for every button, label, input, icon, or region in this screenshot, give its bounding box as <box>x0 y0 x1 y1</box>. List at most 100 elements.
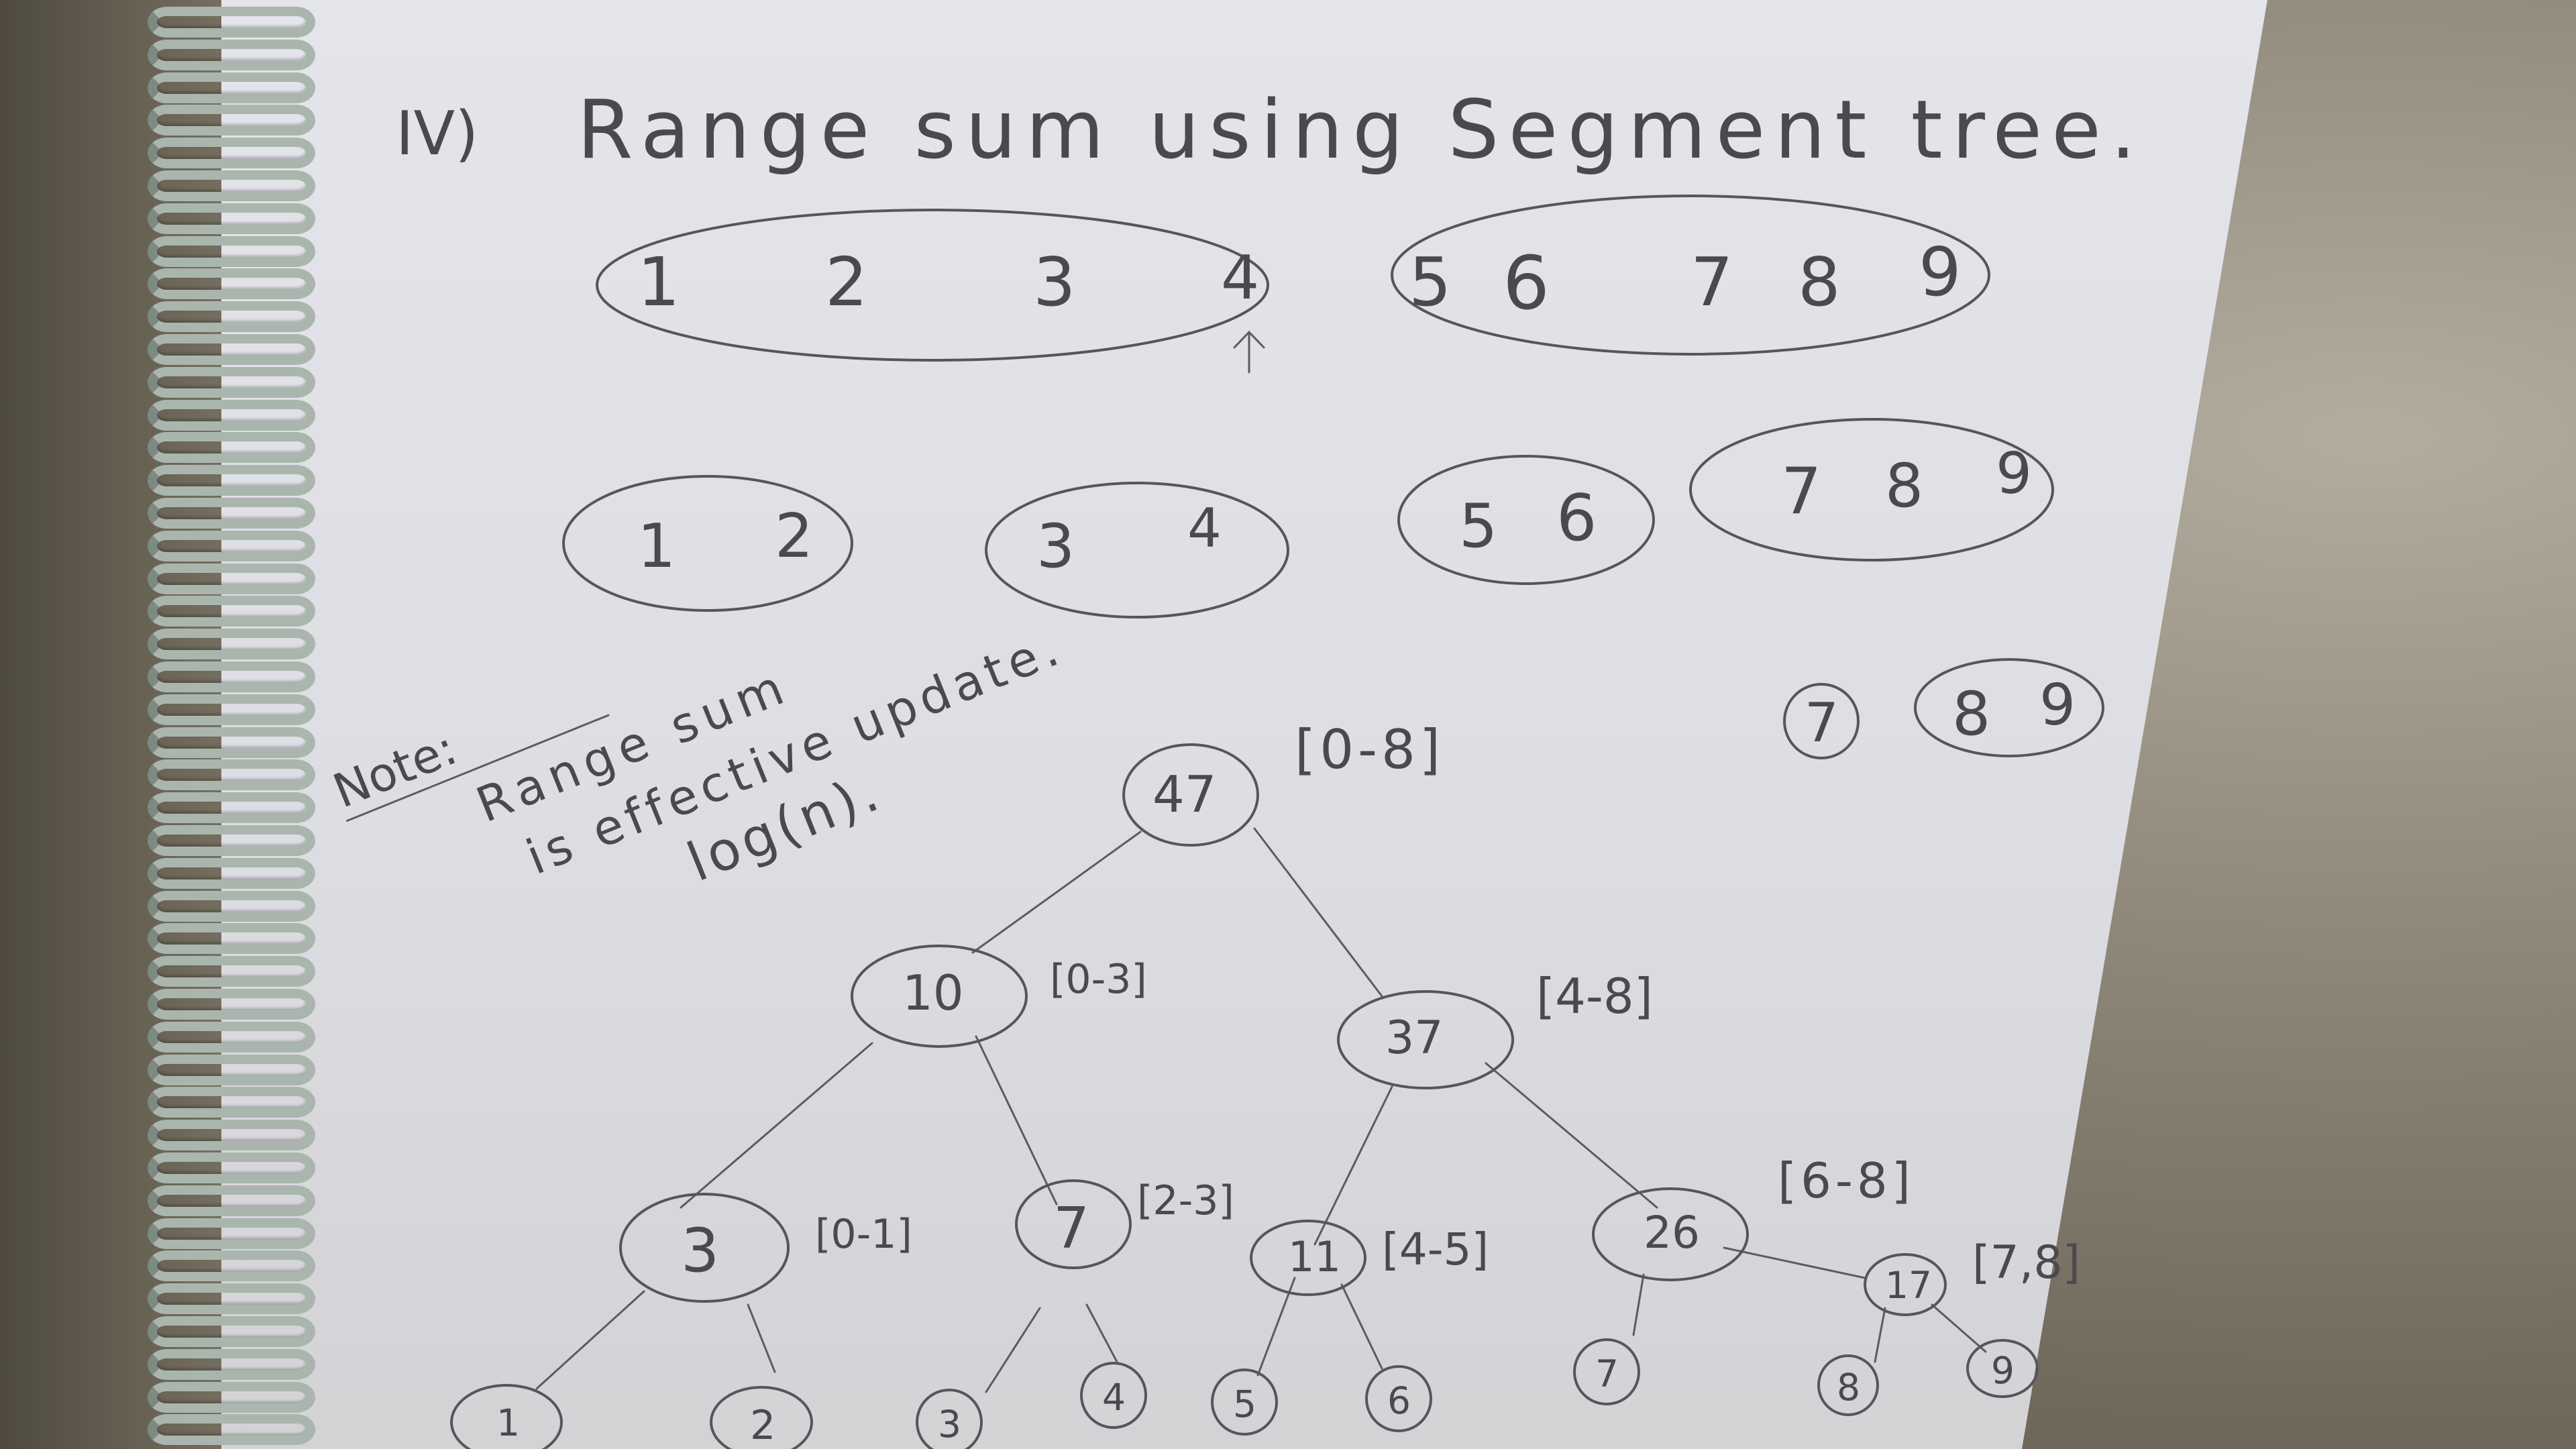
tree-node-rr <box>1592 1187 1749 1281</box>
spiral-ring <box>148 399 315 431</box>
leaf-5 <box>1211 1368 1278 1436</box>
spiral-ring <box>148 235 315 267</box>
spiral-ring <box>148 301 315 333</box>
note-label: Note: <box>326 720 464 819</box>
tree-node-ll <box>619 1193 790 1303</box>
leaf-5-value: 5 <box>1233 1383 1256 1426</box>
third-item-9: 9 <box>2039 672 2076 739</box>
tree-node-root-value: 47 <box>1152 765 1216 824</box>
leaf-7-value: 7 <box>1595 1352 1619 1395</box>
spiral-ring <box>148 1120 315 1151</box>
group-ellipse-1-4 <box>596 209 1269 362</box>
spiral-ring <box>148 498 315 529</box>
second-item-6: 6 <box>1556 482 1597 555</box>
top-item-8: 8 <box>1798 243 1841 321</box>
tree-node-l <box>851 945 1028 1048</box>
spiral-binding <box>148 0 322 1449</box>
notebook-page <box>221 0 2267 1449</box>
tree-node-rl <box>1250 1220 1366 1296</box>
tree-node-root-range: [0-8] <box>1295 718 1444 781</box>
heading-number: IV) <box>396 99 478 169</box>
spiral-ring <box>148 727 315 758</box>
tree-node-r <box>1337 990 1514 1089</box>
tree-node-l-value: 10 <box>902 965 964 1021</box>
spiral-ring <box>148 170 315 201</box>
spiral-ring <box>148 1348 315 1380</box>
tree-node-l-range: [0-3] <box>1050 956 1147 1003</box>
leaf-1-value: 1 <box>496 1401 520 1444</box>
spiral-ring <box>148 268 315 300</box>
second-item-5: 5 <box>1459 491 1497 561</box>
spiral-ring <box>148 694 315 725</box>
spiral-ring <box>148 1218 315 1249</box>
spiral-ring <box>148 956 315 987</box>
note-block: Note: Range sum is effective update. log… <box>326 619 1071 894</box>
tree-node-lr-range: [2-3] <box>1137 1177 1234 1224</box>
spiral-ring <box>148 1021 315 1053</box>
top-item-7: 7 <box>1690 243 1733 321</box>
leaf-3-value: 3 <box>938 1403 961 1446</box>
leaf-8 <box>1817 1354 1879 1416</box>
heading-title: Range sum using Segment tree. <box>577 84 2145 177</box>
spiral-ring <box>148 366 315 398</box>
leaf-circle-7-top <box>1783 683 1860 759</box>
top-item-6: 6 <box>1503 240 1550 326</box>
leaf-1 <box>450 1384 563 1449</box>
group-ellipse-5-9 <box>1391 195 1990 356</box>
spiral-ring <box>148 563 315 594</box>
group-ellipse-8-9 <box>1914 658 2104 757</box>
spiral-ring <box>148 825 315 856</box>
leaf-6 <box>1365 1365 1432 1432</box>
spiral-ring <box>148 72 315 103</box>
spiral-ring <box>148 203 315 234</box>
spiral-ring <box>148 530 315 561</box>
tree-node-rr-range: [6-8] <box>1778 1152 1915 1209</box>
tree-node-lr-value: 7 <box>1053 1195 1089 1262</box>
leaf-9 <box>1966 1339 2039 1398</box>
tree-node-lr <box>1015 1179 1132 1269</box>
tree-node-rr-value: 26 <box>1644 1207 1700 1258</box>
spiral-ring <box>148 1414 315 1446</box>
arrow-up-icon <box>1233 330 1265 374</box>
second-item-2: 2 <box>775 501 813 572</box>
leaf-9-value: 9 <box>1991 1349 2015 1392</box>
tree-node-rrr-range: [7,8] <box>1972 1236 2080 1289</box>
group-ellipse-7-9 <box>1689 418 2054 561</box>
spiral-ring <box>148 1087 315 1118</box>
spiral-ring <box>148 7 315 38</box>
top-item-1: 1 <box>637 243 680 321</box>
top-item-9: 9 <box>1919 233 1962 311</box>
top-item-3: 3 <box>1033 243 1076 321</box>
spiral-ring <box>148 596 315 627</box>
leaf-4 <box>1080 1362 1147 1429</box>
tree-node-rrr-value: 17 <box>1885 1264 1932 1307</box>
top-item-4: 4 <box>1221 243 1259 313</box>
second-item-1: 1 <box>637 511 676 582</box>
second-item-3: 3 <box>1036 511 1075 582</box>
spiral-ring <box>148 989 315 1020</box>
spiral-ring <box>148 759 315 791</box>
spiral-ring <box>148 334 315 365</box>
spiral-ring <box>148 857 315 889</box>
leaf-4-value: 4 <box>1102 1376 1126 1419</box>
group-ellipse-5-6 <box>1397 455 1655 585</box>
spiral-ring <box>148 1185 315 1216</box>
tree-edges <box>535 827 1987 1393</box>
spiral-ring <box>148 138 315 169</box>
second-item-9: 9 <box>1996 441 2032 507</box>
tree-node-rrr <box>1864 1253 1947 1316</box>
tree-node-rl-value: 11 <box>1288 1232 1341 1281</box>
group-ellipse-3-4 <box>985 482 1289 619</box>
leaf-6-value: 6 <box>1387 1379 1411 1422</box>
second-item-8: 8 <box>1885 451 1923 521</box>
note-underline <box>345 714 610 822</box>
tree-node-ll-range: [0-1] <box>815 1211 912 1258</box>
leaf-8-value: 8 <box>1837 1366 1860 1409</box>
third-item-7: 7 <box>1805 692 1839 754</box>
tree-node-root <box>1122 743 1259 847</box>
top-item-5: 5 <box>1409 243 1452 321</box>
spiral-ring <box>148 923 315 955</box>
third-item-8: 8 <box>1952 679 1990 749</box>
tree-node-ll-value: 3 <box>681 1216 719 1286</box>
